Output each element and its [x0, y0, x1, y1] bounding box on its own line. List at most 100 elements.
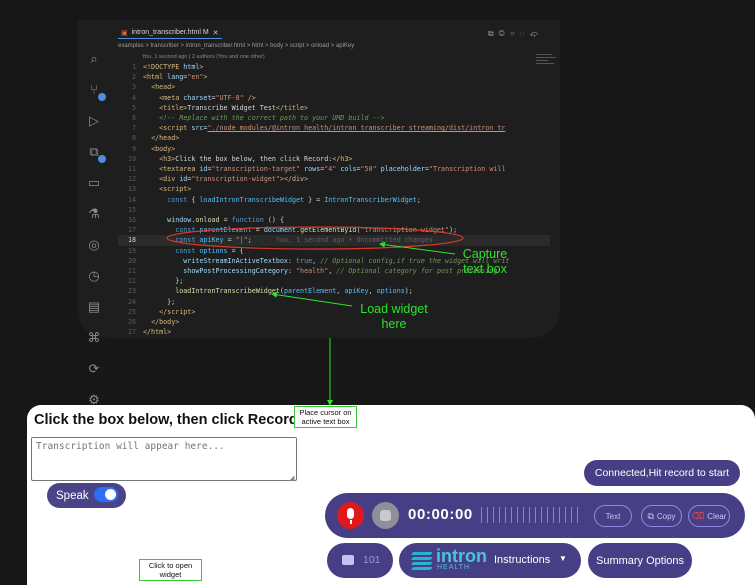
code-line: 9 <body>: [118, 144, 550, 154]
stop-button[interactable]: [372, 502, 399, 529]
code-line: 8 </head>: [118, 133, 550, 143]
line-number: 17: [127, 226, 136, 235]
editor-actions[interactable]: ⧉◎○◌⤽: [487, 29, 543, 38]
clear-button-label: Clear: [707, 511, 727, 521]
copy-icon: ⧉: [647, 510, 654, 521]
graph-icon[interactable]: ⌘: [87, 330, 101, 345]
line-number: 9: [131, 144, 136, 153]
audio-waveform: [481, 507, 579, 523]
notes-count: 101: [363, 554, 381, 566]
code-line: 4 <meta charset="UTF-8" />: [118, 93, 550, 103]
live-share-icon[interactable]: ⟳: [88, 361, 100, 376]
chevron-down-icon: ▼: [559, 554, 567, 563]
settings-icon[interactable]: ⚙: [88, 392, 100, 407]
close-icon[interactable]: ✕: [212, 29, 219, 37]
click-open-annotation: Click to open widget: [139, 559, 202, 581]
timeline-icon[interactable]: ◷: [88, 268, 100, 283]
code-line: 25 </script>: [118, 307, 550, 317]
code-line: 16 window.onload = function () {: [118, 215, 550, 225]
code-line: 2<html lang="en">: [118, 72, 550, 82]
line-number: 8: [131, 134, 136, 143]
transcription-textarea[interactable]: [31, 437, 297, 481]
line-number: 19: [127, 246, 136, 255]
line-number: 15: [127, 205, 136, 214]
line-number: 11: [127, 165, 136, 174]
run-debug-icon[interactable]: ▷: [89, 113, 99, 128]
capture-annotation: Capture text box: [462, 247, 508, 276]
line-number: 22: [127, 277, 136, 286]
line-number: 10: [127, 154, 136, 163]
source-control-icon[interactable]: ⑂: [82, 81, 106, 101]
docker-icon[interactable]: ▤: [87, 299, 101, 314]
code-line: 6 <!-- Replace with the correct path to …: [118, 113, 550, 123]
brand-name: intron: [436, 546, 487, 566]
brand-subtitle: HEALTH: [437, 564, 471, 571]
line-number: 1: [131, 63, 136, 71]
resize-handle-icon[interactable]: ◢: [289, 475, 295, 482]
editor-tab-bar: ▣ intron_transcriber.html M ✕: [118, 26, 222, 40]
extensions-icon[interactable]: ⧉: [82, 143, 106, 163]
summary-options-button[interactable]: Summary Options: [588, 543, 692, 578]
activity-bar: ⌕ ⑂ ▷ ⧉ ▭ ⚗ ◎ ◷ ▤ ⌘ ⟳ ⚙: [82, 50, 106, 422]
speak-label: Speak: [56, 489, 89, 502]
line-number: 13: [127, 185, 136, 194]
intron-logo-icon: [411, 549, 434, 571]
code-line: 26 </body>: [118, 317, 550, 327]
eraser-icon: ⌫: [691, 510, 705, 521]
line-number: 3: [131, 83, 136, 92]
html-file-icon: ▣: [121, 29, 128, 37]
code-line: 7 <script src="./node_modules/@intron_he…: [118, 123, 550, 133]
instructions-label: Instructions: [494, 554, 551, 566]
code-line: 20 writeStreamInActiveTextbox: true, // …: [118, 256, 550, 266]
code-line: 14 const { loadIntronTranscribeWidget } …: [118, 195, 550, 205]
remote-explorer-icon[interactable]: ▭: [87, 175, 101, 190]
code-line: 5 <title>Transcribe Widget Test</title>: [118, 103, 550, 113]
code-line: 22 };: [118, 276, 550, 286]
code-line: 10 <h3>Click the box below, then click R…: [118, 154, 550, 164]
github-icon[interactable]: ◎: [88, 237, 100, 252]
status-badge: Connected,Hit record to start: [584, 460, 740, 486]
code-line: 1<!DOCTYPE html>: [118, 62, 550, 72]
line-number: 27: [127, 328, 136, 337]
page-heading: Click the box below, then click Record:: [34, 412, 303, 428]
code-line: 23 loadIntronTranscribeWidget(parentElem…: [118, 286, 550, 296]
record-mic-button[interactable]: [337, 502, 364, 529]
breadcrumb[interactable]: examples > transcriber > intron_transcri…: [118, 43, 355, 49]
text-button[interactable]: Text: [594, 505, 632, 527]
tab-intron-transcriber[interactable]: ▣ intron_transcriber.html M ✕: [118, 28, 222, 39]
search-icon[interactable]: ⌕: [90, 51, 98, 66]
line-number: 5: [131, 103, 136, 112]
place-cursor-annotation: Place cursor on active text box: [294, 406, 357, 428]
speak-toggle[interactable]: [94, 487, 118, 502]
recording-timer: 00:00:00: [408, 506, 473, 523]
code-line: 15: [118, 205, 550, 215]
text-button-label: Text: [605, 511, 621, 521]
line-number: 6: [131, 114, 136, 123]
testing-icon[interactable]: ⚗: [88, 206, 100, 221]
line-number: 24: [127, 297, 136, 306]
line-number: 18: [127, 236, 136, 245]
line-number: 14: [127, 195, 136, 204]
folder-icon: [342, 555, 354, 565]
line-number: 12: [127, 175, 136, 184]
code-line: 13 <script>: [118, 184, 550, 194]
line-number: 25: [127, 307, 136, 316]
clear-button[interactable]: ⌫Clear: [688, 505, 730, 527]
code-line: 12 <div id="transcription-widget"></div>: [118, 174, 550, 184]
code-area[interactable]: 1<!DOCTYPE html> 2<html lang="en"> 3 <he…: [118, 62, 550, 337]
line-number: 20: [127, 256, 136, 265]
code-line: 11 <textarea id="transcription-target" r…: [118, 164, 550, 174]
line-number: 7: [131, 124, 136, 133]
notes-counter-button[interactable]: 101: [327, 543, 393, 578]
code-line: 21 showPostProcessingCategory: "health",…: [118, 266, 550, 276]
tab-label: intron_transcriber.html M: [131, 29, 209, 36]
instructions-dropdown[interactable]: intron HEALTH Instructions ▼: [399, 543, 581, 578]
code-line: 27</html>: [118, 327, 550, 337]
code-line: 17 const parentElement = document.getEle…: [118, 225, 550, 235]
copy-button[interactable]: ⧉Copy: [641, 505, 682, 527]
minimap[interactable]: [536, 54, 558, 70]
line-number: 26: [127, 318, 136, 327]
line-number: 2: [131, 73, 136, 82]
code-line: 19 const options = {: [118, 246, 550, 256]
code-editor-panel: [78, 20, 560, 338]
